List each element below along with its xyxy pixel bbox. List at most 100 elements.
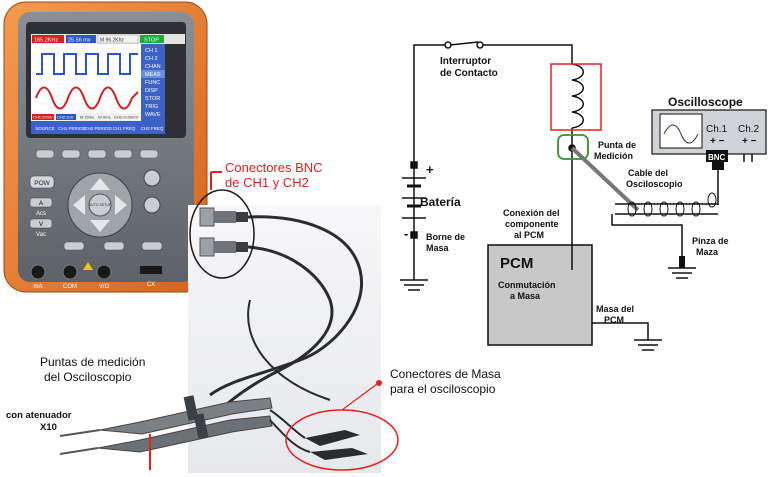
pcm-box xyxy=(487,244,593,346)
menu-item-meas: MEAS xyxy=(145,72,161,78)
ground-connectors-label-line2: para el osciloscopio xyxy=(390,382,496,396)
softkey-label-ch2-period: CH2 PERIOD xyxy=(84,126,112,131)
menu-item-chan: CHAN xyxy=(145,64,161,70)
jack-com-label: COM xyxy=(63,284,77,290)
menu-item-ch1: CH 1 xyxy=(145,48,158,54)
bottom-button-2[interactable] xyxy=(103,241,125,251)
key-v[interactable] xyxy=(29,218,53,229)
probe-tips-label-line1: Puntas de medición xyxy=(40,355,145,369)
component-connection-label-line1: Conexión del xyxy=(503,208,560,218)
scope-title: Oscilloscope xyxy=(668,95,743,109)
pcm-title: PCM xyxy=(500,255,533,272)
scope-probe-cable xyxy=(570,146,719,279)
ch1-label: Ch.1 xyxy=(706,124,728,135)
pcm-ground-label-line1: Masa del xyxy=(596,304,634,314)
readout-freq: 165.2KHz xyxy=(34,38,58,44)
bnc-connectors-label: Conectores BNC de CH1 y CH2 xyxy=(225,160,326,190)
probe-point-label: Punta de Medición xyxy=(594,140,639,161)
pcm-switch-label: Conmutación a Masa xyxy=(498,280,558,301)
pcm-switch-label-line1: Conmutación xyxy=(498,280,556,290)
status-ch2: CH2:10V xyxy=(57,115,74,120)
battery-minus: - xyxy=(404,226,408,241)
bnc-connector-ch1 xyxy=(199,207,248,227)
component-connection-label-line2: componente xyxy=(505,219,559,229)
probes-photo xyxy=(28,205,381,473)
ground-connectors-label: Conectores de Masa para el osciloscopio xyxy=(390,367,504,396)
softkey-label-source: SOURCE xyxy=(35,126,54,131)
probe-point-label-line1: Punta de xyxy=(598,140,636,150)
side-button-upper[interactable] xyxy=(143,169,161,187)
attenuator-label-line2: X10 xyxy=(40,422,57,433)
navigation-pad[interactable]: AUTO SETUP xyxy=(67,172,133,238)
auto-setup-label: AUTO SETUP xyxy=(89,203,112,207)
bottom-button-3[interactable] xyxy=(141,241,163,251)
ch2-polarity: + − xyxy=(742,136,757,147)
status-ch1-value: CH1=0.00mV xyxy=(114,115,138,120)
probe-bodies xyxy=(59,395,273,470)
switch-label: Interruptor de Contacto xyxy=(440,56,498,79)
jack-cx-label: CX xyxy=(147,282,155,288)
power-label: POW xyxy=(34,180,50,187)
handheld-oscilloscope: 165.2KHz 25.56 mv M 96.2Khz STOP CH 1 CH… xyxy=(3,1,208,293)
scope-schematic xyxy=(651,109,767,170)
battery-plus: + xyxy=(426,162,434,177)
pcm-switch-label-line2: a Masa xyxy=(510,291,541,301)
sine-wave-trace xyxy=(35,86,139,110)
bottom-button-1[interactable] xyxy=(63,241,85,251)
softkey-label-ch1-period: CH1 PERIOD xyxy=(58,126,86,131)
menu-item-func: FUNC xyxy=(145,80,160,86)
ground-post-label-line1: Borne de xyxy=(426,232,465,242)
softkey-3-button[interactable] xyxy=(87,149,107,159)
readout-voltage: 25.56 mv xyxy=(68,38,91,44)
key-vac-label: Vac xyxy=(36,232,46,238)
key-v-label: V xyxy=(39,222,43,228)
bnc-label: BNC xyxy=(708,153,726,162)
ch1-polarity: + − xyxy=(710,136,725,147)
battery-label: Batería xyxy=(420,195,461,209)
clamp-label-line2: Maza xyxy=(696,247,719,257)
menu-item-disp: DISP xyxy=(145,88,158,94)
status-m: M 20ms xyxy=(80,115,94,120)
key-a[interactable] xyxy=(29,197,53,208)
input-jacks: mA COM V/Ω CX xyxy=(30,262,162,290)
pcm-ground-label-line2: PCM xyxy=(604,315,624,325)
attenuator-label-line1: con atenuador xyxy=(6,410,72,421)
menu-item-wave: WAVE xyxy=(145,112,161,118)
menu-item-trig: TRIG xyxy=(145,104,158,110)
component-connection-label-line3: al PCM xyxy=(514,230,544,240)
status-ch1: CH1:20mV xyxy=(33,115,53,120)
probe-tips-label: Puntas de medición del Osciloscopio xyxy=(40,355,149,384)
key-acs-label: Acs xyxy=(36,211,46,217)
side-button-lower[interactable] xyxy=(143,196,161,214)
probe-tips-label-line2: del Osciloscopio xyxy=(44,370,132,384)
attenuator-label: con atenuador X10 xyxy=(6,410,74,433)
power-button[interactable] xyxy=(29,175,55,189)
square-wave-trace xyxy=(36,53,138,75)
switch-label-line2: de Contacto xyxy=(440,68,498,79)
readout-timebase: M 96.2Khz xyxy=(100,38,124,44)
oscilloscope-screen: 165.2KHz 25.56 mv M 96.2Khz STOP CH 1 CH… xyxy=(31,34,185,134)
probe-point-highlight xyxy=(557,134,589,160)
softkey-5-button[interactable] xyxy=(139,149,159,159)
ch2-label: Ch.2 xyxy=(738,124,760,135)
ground-post-label-line2: Masa xyxy=(426,243,450,253)
ground-connectors-label-line1: Conectores de Masa xyxy=(390,367,501,381)
status-w: W 0ms xyxy=(98,115,110,120)
scope-cable-label-line1: Cable del xyxy=(628,168,668,178)
softkey-2-button[interactable] xyxy=(61,149,81,159)
softkey-1-button[interactable] xyxy=(35,149,55,159)
relay-coil-highlight xyxy=(550,63,602,131)
probe-point-label-line2: Medición xyxy=(594,151,633,161)
menu-item-stor: STOR xyxy=(145,96,160,102)
bnc-connectors-label-line2: de CH1 y CH2 xyxy=(225,175,309,190)
readout-stop: STOP xyxy=(144,38,159,44)
scope-cable-label-line2: Osciloscopio xyxy=(626,179,683,189)
menu-item-ch2: CH 2 xyxy=(145,56,158,62)
switch-label-line1: Interruptor xyxy=(440,56,491,67)
softkey-label-ch1-freq: CH1 FREQ xyxy=(113,126,136,131)
jack-v-label: V/Ω xyxy=(99,284,110,290)
jack-ma-label: mA xyxy=(34,284,43,290)
softkey-4-button[interactable] xyxy=(113,149,133,159)
annotation-markers xyxy=(189,171,399,471)
